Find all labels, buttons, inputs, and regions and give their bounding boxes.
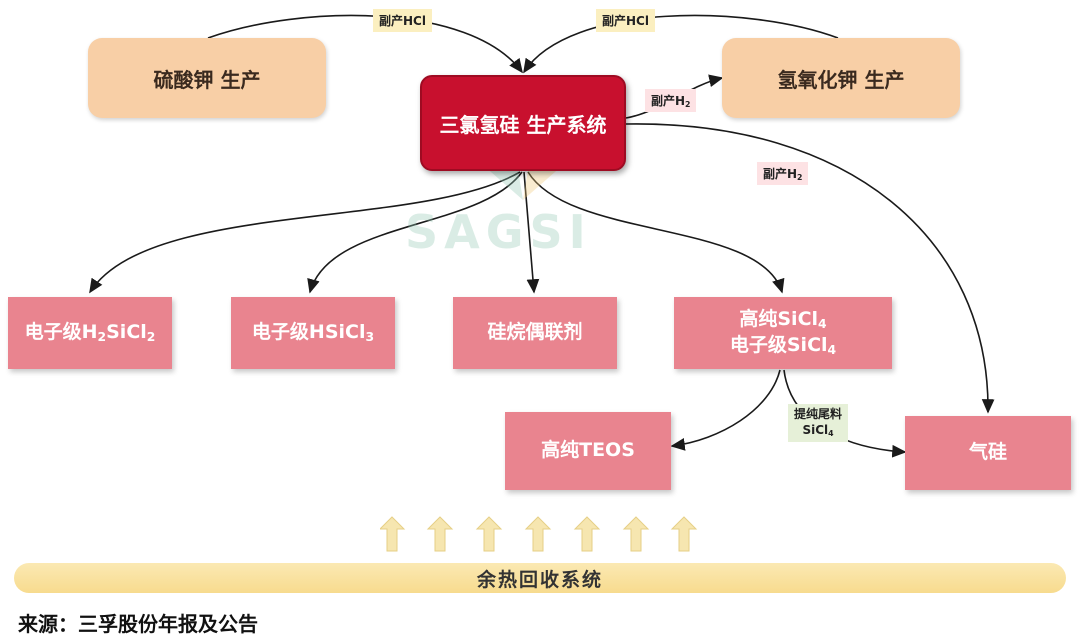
node-h2sicl2: 电子级H2SiCl2 [8, 297, 172, 369]
tag-h2-right-text: 副产H [763, 167, 798, 181]
node-koh: 氢氧化钾 生产 [722, 38, 960, 118]
node-sicl4: 高纯SiCl4 电子级SiCl4 [674, 297, 892, 369]
node-teos: 高纯TEOS [505, 412, 671, 490]
up-arrow-icon [475, 516, 503, 552]
arrow-h2-fumed [625, 123, 995, 414]
arrow-center-hsicl3 [307, 171, 523, 294]
node-teos-label: 高纯TEOS [541, 439, 635, 462]
node-sicl4-line2: 电子级SiCl4 [729, 334, 837, 358]
node-center-label: 三氯氢硅 生产系统 [439, 112, 607, 137]
node-koh-label: 氢氧化钾 生产 [777, 67, 905, 92]
arrow-koh-hcl [523, 14, 839, 74]
tag-h2-top: 副产H2 [645, 89, 697, 112]
node-silane-label: 硅烷偶联剂 [487, 321, 583, 344]
tag-hcl-right: 副产HCl [596, 9, 655, 32]
heat-recovery-bar: 余热回收系统 [14, 563, 1066, 593]
up-arrow-icon [622, 516, 650, 552]
tag-h2-right-sub: 2 [797, 172, 803, 182]
node-silane: 硅烷偶联剂 [453, 297, 617, 369]
tag-h2-top-text: 副产H [651, 94, 686, 108]
up-arrow-icon [380, 516, 406, 552]
node-k2so4: 硫酸钾 生产 [88, 38, 326, 118]
node-hsicl3: 电子级HSiCl3 [231, 297, 395, 369]
tag-h2-top-sub: 2 [685, 99, 691, 109]
tag-tail-line2: SiCl4 [802, 422, 834, 438]
node-h2sicl2-label: 电子级H2SiCl2 [24, 321, 156, 345]
arrow-center-silane [523, 171, 540, 294]
up-arrow-icon [524, 516, 552, 552]
watermark-text: SAGSI [405, 205, 592, 259]
tag-h2-right: 副产H2 [757, 162, 809, 185]
tag-tail-sicl4: 提纯尾料 SiCl4 [788, 404, 849, 442]
node-sicl4-line1: 高纯SiCl4 [739, 308, 827, 332]
tag-hcl-left: 副产HCl [373, 9, 432, 32]
heat-recovery-label: 余热回收系统 [476, 568, 603, 591]
tag-tail-line1: 提纯尾料 [794, 407, 843, 421]
source-note: 来源：三孚股份年报及公告 [18, 612, 258, 636]
watermark-logo [483, 165, 563, 200]
arrow-sicl4-teos [670, 369, 781, 451]
up-arrow-icon [426, 516, 454, 552]
arrow-center-sicl4 [527, 171, 785, 294]
arrow-center-h2sicl2 [89, 171, 521, 294]
node-hsicl3-label: 电子级HSiCl3 [251, 321, 375, 345]
up-arrow-icon [670, 516, 698, 552]
up-arrow-icon [573, 516, 601, 552]
heat-up-arrows [380, 516, 698, 552]
node-center: 三氯氢硅 生产系统 [420, 75, 626, 171]
node-k2so4-label: 硫酸钾 生产 [153, 67, 261, 92]
node-fumed-silica-label: 气硅 [968, 441, 1007, 464]
node-fumed-silica: 气硅 [905, 416, 1071, 490]
